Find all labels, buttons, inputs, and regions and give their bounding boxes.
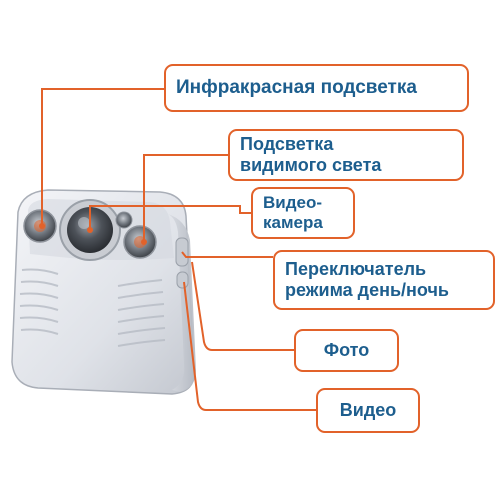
callout-video-text: Видео xyxy=(339,400,397,421)
callout-camera-line2: камера xyxy=(263,213,323,232)
callout-visible-light: Подсветка видимого света xyxy=(228,129,464,181)
callout-switch-line2: режима день/ночь xyxy=(285,280,449,300)
leader-video xyxy=(183,281,316,411)
callout-switch-line1: Переключатель xyxy=(285,259,427,280)
callout-camera: Видео- камера xyxy=(251,187,355,239)
callout-photo-text: Фото xyxy=(323,340,370,361)
callout-camera-line1: Видео- xyxy=(263,193,323,213)
callout-visible-light-line1: Подсветка xyxy=(240,134,334,155)
leader-infrared xyxy=(41,88,164,226)
leader-day-night xyxy=(181,251,273,258)
leader-camera xyxy=(89,205,251,230)
body-camera-device-icon xyxy=(11,189,196,395)
leader-photo xyxy=(191,261,294,351)
callout-infrared-text: Инфракрасная подсветка xyxy=(176,77,417,99)
leader-lines xyxy=(41,88,316,411)
callout-photo: Фото xyxy=(294,329,399,372)
leader-visible-light xyxy=(143,154,228,242)
callout-infrared: Инфракрасная подсветка xyxy=(164,64,469,112)
callout-video: Видео xyxy=(316,388,420,433)
callout-visible-light-line2: видимого света xyxy=(240,155,382,175)
callout-day-night-switch: Переключатель режима день/ночь xyxy=(273,250,495,310)
